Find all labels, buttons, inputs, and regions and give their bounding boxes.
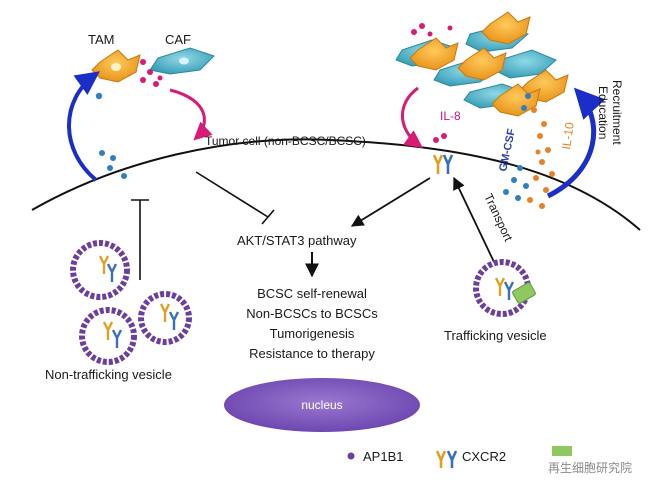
legend: AP1B1 CXCR2 再生细胞研究院	[347, 446, 632, 475]
legend-cxcr2-swatch	[435, 450, 458, 468]
blue-cytokine-dots-left	[95, 92, 127, 179]
non-trafficking-vesicle-2	[138, 291, 192, 345]
education-label: Education	[596, 86, 610, 139]
pathway-label: AKT/STAT3 pathway	[237, 233, 357, 248]
il8-label: IL-8	[440, 109, 461, 123]
pink-cytokine-dots-right	[411, 23, 453, 37]
non-trafficking-vesicle-1	[70, 240, 130, 300]
non-trafficking-vesicle-3	[79, 307, 137, 365]
watermark-text: 再生细胞研究院	[548, 460, 632, 475]
blue-arrow-left	[67, 71, 100, 182]
outcome-tumorigenesis: Tumorigenesis	[270, 326, 355, 341]
legend-ap1b1-label: AP1B1	[363, 449, 403, 464]
pink-arrow-left	[169, 88, 213, 141]
tam-label: TAM	[88, 32, 114, 47]
legend-cxcr2-label: CXCR2	[462, 449, 506, 464]
orange-cytokine-dots-right	[527, 107, 555, 209]
inhibit-bar-pathway	[261, 209, 275, 225]
transport-label: Transport	[481, 191, 515, 244]
legend-ap1b1-swatch	[347, 452, 355, 460]
transport-arrow	[453, 176, 495, 263]
nucleus-label: nucleus	[301, 398, 342, 412]
il10-label: IL-10	[559, 121, 577, 150]
membrane-cxcr2-receptor	[432, 154, 454, 174]
pink-cytokine-dots-left	[140, 59, 163, 87]
tam-cell	[91, 49, 141, 83]
cell-membrane	[31, 138, 641, 231]
blue-cytokine-dots-right	[503, 93, 531, 201]
outcome-resistance: Resistance to therapy	[249, 346, 375, 361]
non-trafficking-label: Non-trafficking vesicle	[45, 367, 172, 382]
trafficking-vesicle	[473, 259, 536, 317]
blue-arrow-right	[546, 87, 606, 199]
pink-dots-receptor	[433, 133, 447, 143]
caf-label: CAF	[165, 32, 191, 47]
outcome-self-renewal: BCSC self-renewal	[257, 286, 367, 301]
outcome-list: BCSC self-renewal Non-BCSCs to BCSCs Tum…	[246, 286, 378, 361]
trafficking-label: Trafficking vesicle	[444, 328, 547, 343]
receptor-to-pathway-arrow	[350, 177, 431, 227]
recruitment-label: Recruitment	[610, 80, 624, 145]
inhibit-line-to-pathway	[195, 171, 269, 218]
outcome-conversion: Non-BCSCs to BCSCs	[246, 306, 378, 321]
nucleus	[224, 378, 420, 432]
legend-cargo-swatch	[552, 446, 572, 456]
caf-cell	[149, 47, 215, 75]
membrane-label: Tumor cell (non-BCSC/BCSC)	[205, 134, 366, 148]
stromal-cell-cluster	[395, 11, 569, 117]
pink-arrow-il8	[401, 86, 423, 149]
